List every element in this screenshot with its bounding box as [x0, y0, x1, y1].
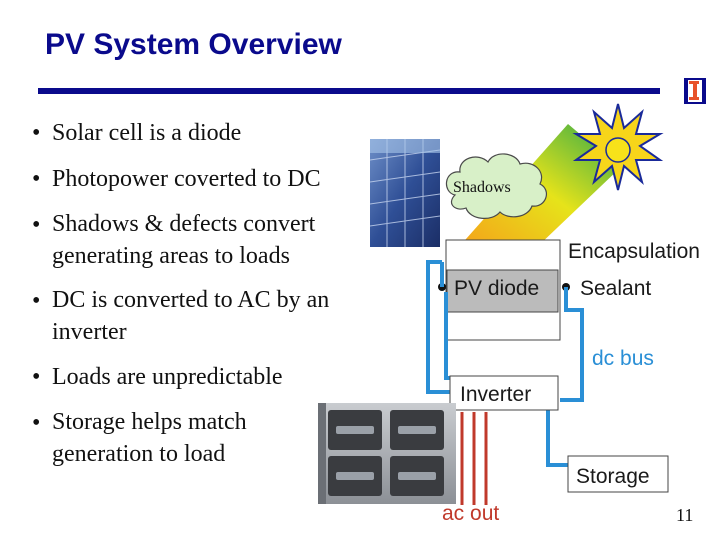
solar-panel-image [369, 139, 441, 247]
storage-label: Storage [576, 465, 650, 488]
shadow-cloud-icon [446, 153, 548, 219]
storage-box [567, 455, 669, 493]
university-logo-icon [684, 78, 706, 104]
ac-out-label: ac out [442, 502, 499, 525]
encapsulation-label: Encapsulation [568, 240, 700, 263]
bullet-item: •Loads are unpredictable [32, 364, 283, 390]
sealant-label: Sealant [580, 277, 651, 300]
bullet-item: •Photopower coverted to DC [32, 166, 321, 192]
inverter-label: Inverter [460, 383, 531, 406]
inverter-box [449, 375, 559, 411]
slide-title: PV System Overview [45, 28, 342, 61]
bullet-list: •Solar cell is a diode •Photopower cover… [32, 116, 329, 482]
bullet-item: •Solar cell is a diode [32, 120, 242, 146]
dc-bus-label: dc bus [592, 347, 654, 370]
page-number: 11 [676, 505, 694, 525]
equipment-photo [318, 403, 456, 504]
ac-out-lines [460, 412, 488, 505]
pv-diode-box [446, 269, 559, 313]
sun-icon [572, 103, 664, 191]
title-divider [38, 88, 660, 94]
cloud-label: Shadows [453, 179, 511, 196]
pv-diode-label: PV diode [454, 277, 539, 300]
